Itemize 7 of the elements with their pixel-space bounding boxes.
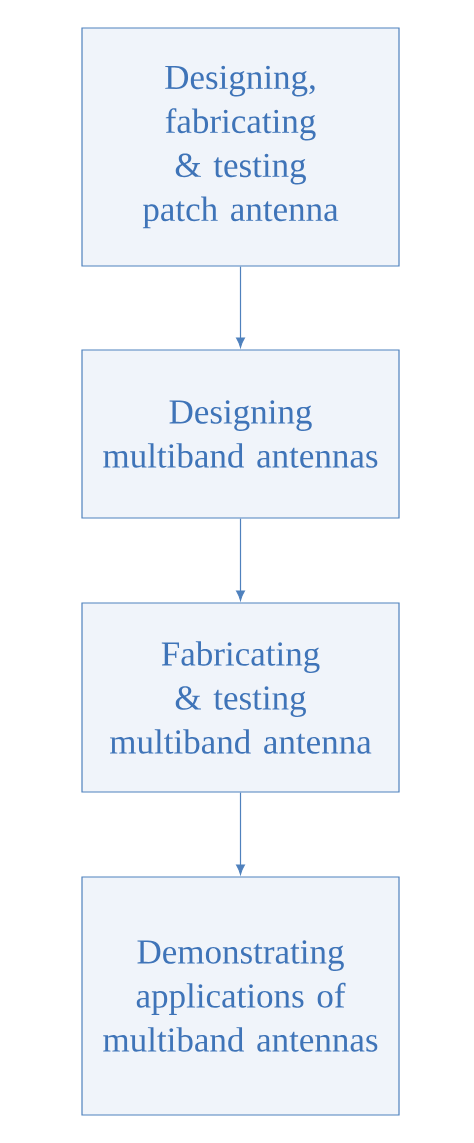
arrow [236,266,245,348]
process-box: Designing, fabricating & testing patch antenna [81,27,400,267]
process-box: Demonstrating applications of multiband antennas [81,876,400,1116]
arrow [236,518,245,601]
process-box: Designing multiband antennas [81,349,400,519]
process-box: Fabricating & testing multiband antenna [81,602,400,793]
arrow [236,792,245,875]
